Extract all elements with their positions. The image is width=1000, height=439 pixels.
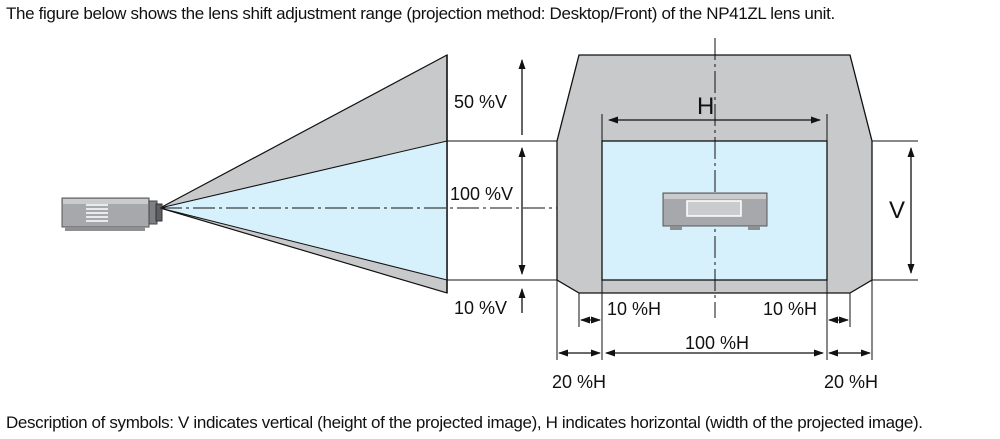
label-100-h: 100 %H — [685, 333, 749, 353]
label-10-v: 10 %V — [454, 298, 507, 318]
horizontal-shift-dimensions: 10 %H 10 %H 100 %H 20 %H 20 %H — [552, 280, 878, 392]
label-20-h-left: 20 %H — [552, 372, 606, 392]
projection-beam-side-view — [158, 54, 448, 294]
v-dimension: V — [872, 140, 918, 281]
label-v: V — [889, 197, 905, 224]
label-h: H — [697, 93, 714, 120]
top-caption: The figure below shows the lens shift ad… — [6, 4, 835, 23]
label-10-h-left: 10 %H — [607, 299, 661, 319]
vertical-shift-dimension: 50 %V 100 %V 10 %V — [447, 59, 557, 318]
label-20-h-right: 20 %H — [824, 372, 878, 392]
label-10-h-right: 10 %H — [763, 299, 817, 319]
projector-icon — [61, 197, 163, 231]
bottom-caption: Description of symbols: V indicates vert… — [6, 413, 923, 432]
label-50-v: 50 %V — [454, 92, 507, 112]
front-view-shift-range: H — [556, 38, 873, 318]
label-100-v: 100 %V — [450, 184, 513, 204]
projector-front-icon — [662, 192, 768, 230]
